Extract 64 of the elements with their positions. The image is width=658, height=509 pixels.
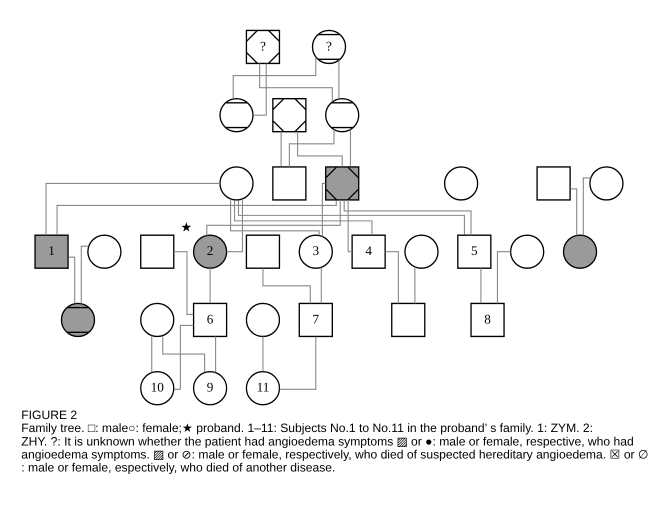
node-label: ★ [180, 218, 192, 234]
connector [262, 268, 311, 303]
connector [46, 182, 220, 235]
connector [262, 336, 264, 371]
node-circle [562, 234, 598, 268]
connector [56, 200, 337, 234]
connector [162, 335, 206, 372]
node-circle [404, 234, 439, 268]
connector [280, 131, 282, 166]
node-circle [589, 166, 624, 200]
node-box [391, 302, 426, 337]
node-box [246, 234, 280, 268]
connector [80, 245, 89, 304]
connector [238, 200, 465, 234]
node-circle [510, 234, 544, 268]
node-circle: 11 [246, 370, 280, 405]
connector [570, 188, 578, 235]
node-circle: 10 [140, 370, 174, 405]
connector [297, 131, 343, 166]
node-box: 7 [298, 302, 333, 337]
connector [210, 268, 211, 303]
node-box: 5 [457, 234, 492, 268]
connector [582, 176, 591, 235]
node-circle [219, 98, 254, 132]
connector [259, 63, 333, 102]
connector [206, 199, 341, 235]
connector [288, 129, 334, 166]
node-circle [60, 302, 96, 337]
connector [230, 198, 320, 235]
connector [385, 250, 399, 303]
node-circle [246, 302, 280, 337]
caption: Family tree. □: male○: female;★ proband. 1–11: Subjects No.1 to No.11 in the proband’ s family. 1: ZYM. 2: ZHY. ?: It is unknown whether the patient had angioedema symptoms ▨ or ●: male or female, respective, who had angioedema symptoms. ▨ or ⊘: male or female, respectively, who died of suspected hereditary angioedema. ☒ or ∅ : male or female, espectively, who died of another disease. [21, 420, 648, 474]
connector [350, 129, 352, 166]
node-box: 6 [192, 302, 228, 337]
connector [226, 198, 244, 252]
node-circle: ? [312, 29, 346, 64]
node-box: 4 [351, 234, 386, 268]
connector [338, 60, 340, 98]
connector [151, 335, 152, 372]
node-circle [140, 302, 174, 337]
connector [215, 336, 216, 372]
connector [174, 324, 194, 390]
connector [234, 199, 372, 234]
connector [232, 56, 316, 98]
connector [480, 268, 482, 303]
node-circle: 9 [192, 370, 228, 405]
connector [414, 266, 416, 303]
connector [68, 256, 76, 303]
connector [320, 267, 322, 303]
node-box [536, 166, 571, 200]
connector [322, 182, 326, 236]
node-circle [219, 166, 254, 200]
node-circle [444, 166, 478, 200]
connector [280, 336, 316, 390]
connector [344, 200, 472, 235]
node-box [140, 234, 174, 268]
node-circle: 3 [298, 234, 333, 268]
node-circle [87, 234, 122, 268]
node-box: 1 [34, 234, 69, 268]
node-box: 8 [470, 302, 505, 337]
node-circle: 2 [192, 234, 228, 268]
node-circle [325, 98, 360, 132]
diagram-title: FIGURE 2 [21, 407, 78, 422]
node-box [272, 166, 307, 200]
